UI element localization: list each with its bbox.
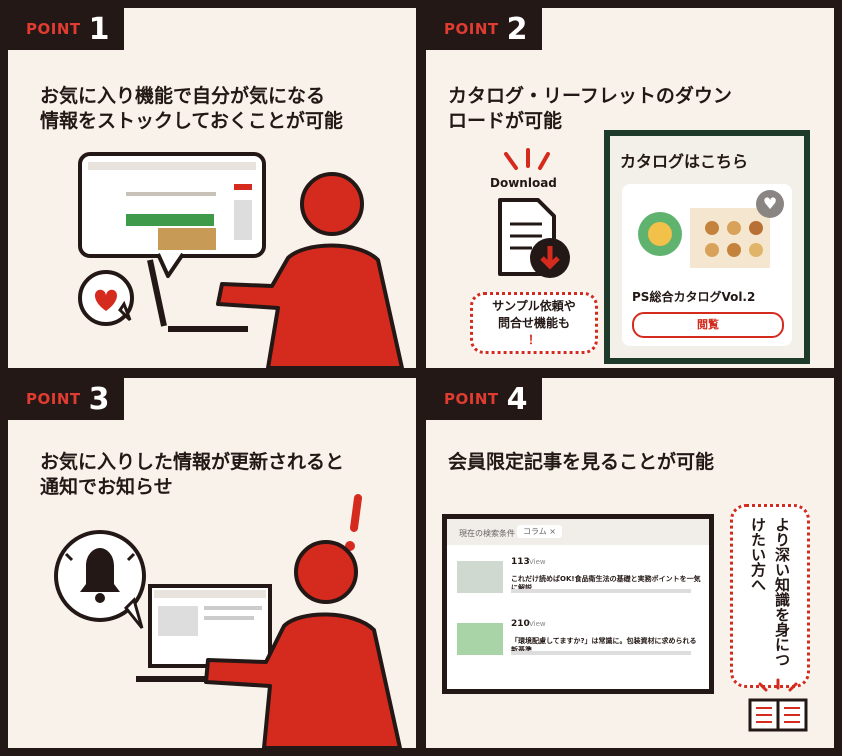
favorites-illustration bbox=[78, 152, 404, 368]
point-label: POINT bbox=[26, 390, 81, 408]
article-views: 210 bbox=[511, 619, 530, 629]
article-item[interactable]: 210 View 「環境配慮してますか?」は常識に。包装資材に求められる新基準 bbox=[457, 619, 701, 673]
point-4-title: 会員限定記事を見ることが可能 bbox=[448, 451, 715, 473]
point-3-title: お気に入りした情報が更新されると 通知でお知らせ bbox=[40, 451, 345, 498]
filter-label: 現在の検索条件 bbox=[459, 529, 515, 538]
note-mark: ！ bbox=[527, 332, 540, 347]
article-thumbnail bbox=[457, 623, 503, 655]
catalog-item[interactable]: ♥ PS総合カタログVol.2 閲覧 bbox=[622, 184, 792, 346]
book-icon bbox=[748, 678, 808, 732]
views-unit: View bbox=[529, 558, 546, 566]
article-excerpt bbox=[511, 651, 691, 655]
views-unit: View bbox=[529, 620, 546, 628]
point-3-panel: POINT 3 お気に入りした情報が更新されると 通知でお知らせ bbox=[8, 378, 416, 748]
note-text: サンプル依頼や 問合せ機能も bbox=[492, 298, 576, 330]
point-4-panel: POINT 4 会員限定記事を見ることが可能 現在の検索条件 コラム × 113 … bbox=[426, 378, 834, 748]
article-item[interactable]: 113 View これだけ読めばOK!食品衛生法の基礎と実務ポイントを一気に解説 bbox=[457, 557, 701, 611]
point-label: POINT bbox=[444, 390, 499, 408]
point-label: POINT bbox=[444, 20, 499, 38]
download-icon bbox=[498, 148, 570, 278]
catalog-name: PS総合カタログVol.2 bbox=[632, 290, 756, 304]
point-number: 3 bbox=[88, 381, 110, 417]
article-title: これだけ読めばOK!食品衛生法の基礎と実務ポイントを一気に解説 bbox=[511, 575, 701, 592]
point-number: 4 bbox=[506, 381, 528, 417]
filter-chip[interactable]: コラム × bbox=[517, 525, 563, 538]
point-1-tag: POINT 1 bbox=[8, 8, 124, 50]
catalog-heading: カタログはこちら bbox=[620, 152, 749, 171]
member-articles-screen: 現在の検索条件 コラム × 113 View これだけ読めばOK!食品衛生法の基… bbox=[442, 514, 714, 694]
knowledge-callout: より深い知識を身につけたい方へ bbox=[730, 504, 810, 688]
point-2-panel: POINT 2 カタログ・リーフレットのダウン ロードが可能 Download サ… bbox=[426, 8, 834, 368]
point-1-panel: POINT 1 お気に入り機能で自分が気になる 情報をストックしておくことが可能 bbox=[8, 8, 416, 368]
favorite-heart-button[interactable]: ♥ bbox=[756, 190, 784, 218]
article-views: 113 bbox=[511, 557, 530, 567]
article-thumbnail bbox=[457, 561, 503, 593]
catalog-thumbnail bbox=[630, 194, 780, 280]
point-1-title: お気に入り機能で自分が気になる 情報をストックしておくことが可能 bbox=[40, 85, 343, 132]
sample-request-note: サンプル依頼や 問合せ機能も ！ bbox=[470, 292, 598, 354]
notification-illustration bbox=[54, 494, 402, 748]
catalog-view-button[interactable]: 閲覧 bbox=[632, 312, 784, 338]
point-2-tag: POINT 2 bbox=[426, 8, 542, 50]
point-number: 2 bbox=[506, 11, 528, 47]
point-3-tag: POINT 3 bbox=[8, 378, 124, 420]
point-label: POINT bbox=[26, 20, 81, 38]
download-label: Download bbox=[490, 176, 557, 190]
callout-text: より深い知識を身につけたい方へ bbox=[749, 517, 791, 667]
point-2-title: カタログ・リーフレットのダウン ロードが可能 bbox=[448, 85, 732, 132]
point-4-tag: POINT 4 bbox=[426, 378, 542, 420]
search-filter-bar: 現在の検索条件 コラム × bbox=[447, 519, 709, 545]
article-title: 「環境配慮してますか?」は常識に。包装資材に求められる新基準 bbox=[511, 637, 697, 654]
point-number: 1 bbox=[88, 11, 110, 47]
article-excerpt bbox=[511, 589, 691, 593]
catalog-card: カタログはこちら ♥ PS総合カタログVol.2 閲覧 bbox=[604, 130, 810, 364]
